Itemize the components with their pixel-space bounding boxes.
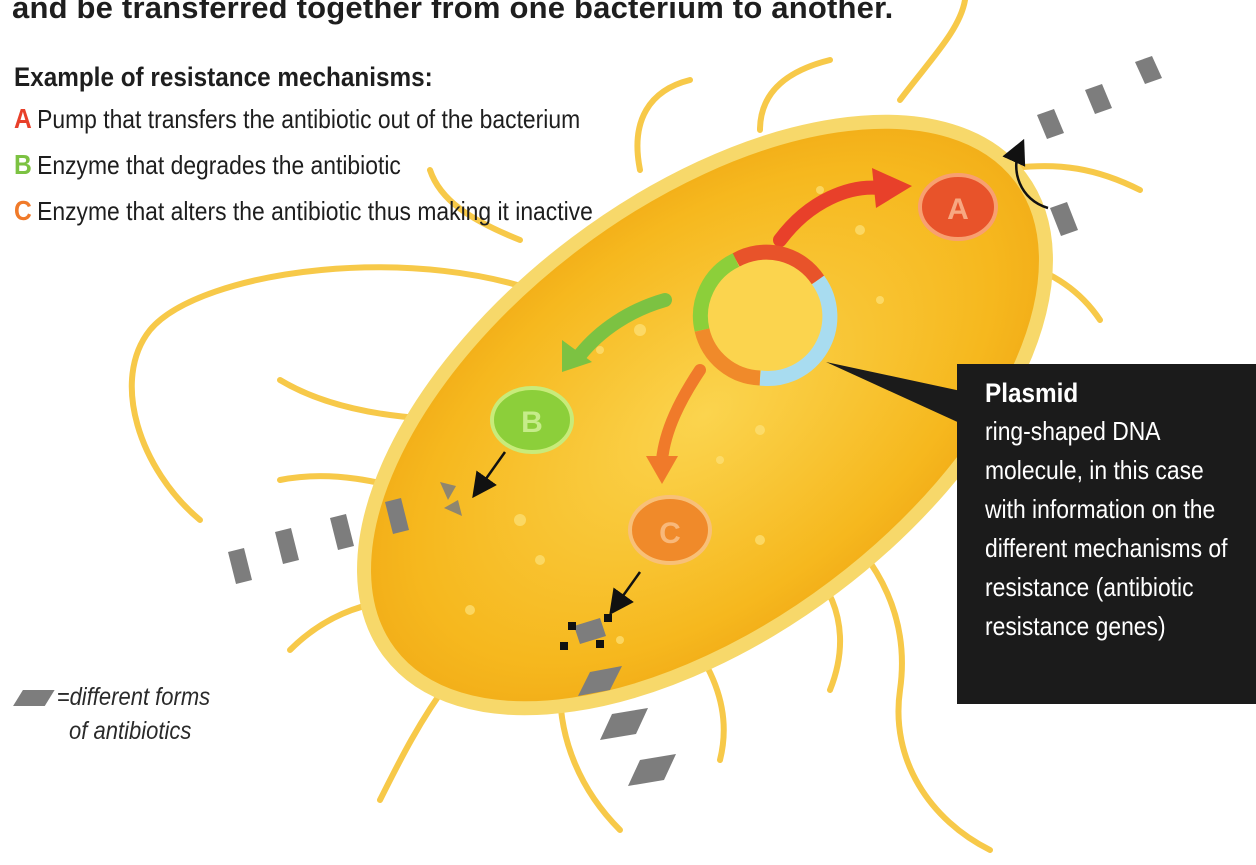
enzyme-b: B	[492, 388, 572, 452]
antibiotic-molecule	[330, 514, 354, 550]
antibiotic-key-line2: of antibiotics	[18, 714, 210, 748]
plasmid-ring	[700, 252, 830, 378]
antibiotic-molecule	[628, 754, 676, 786]
antibiotic-key: =different forms of antibiotics	[18, 680, 210, 748]
antibiotic-key-line1: =different forms	[57, 683, 210, 711]
mechanism-legend: Example of resistance mechanisms: APump …	[14, 62, 672, 237]
plasmid-label-box: Plasmid ring-shaped DNA molecule, in thi…	[957, 364, 1256, 704]
antibiotic-molecule	[1135, 56, 1162, 84]
antibiotic-molecule	[1037, 109, 1064, 139]
antibiotic-molecule	[600, 708, 648, 740]
legend-letter: C	[14, 195, 32, 226]
enzyme-b-label: B	[521, 406, 543, 439]
enzyme-a-label: A	[947, 193, 969, 226]
flagellum	[900, 0, 965, 100]
legend-text: Enzyme that degrades the antibiotic	[37, 150, 401, 180]
enzyme-c: C	[630, 497, 710, 563]
plasmid-title: Plasmid	[985, 374, 1218, 412]
legend-letter: B	[14, 149, 32, 180]
antibiotic-molecule	[1050, 202, 1078, 236]
legend-heading: Example of resistance mechanisms:	[14, 62, 606, 93]
legend-letter: A	[14, 103, 32, 134]
antibiotic-molecule	[275, 528, 299, 564]
antibiotic-molecule	[1085, 84, 1112, 114]
intro-text: and be transferred together from one bac…	[12, 0, 893, 26]
legend-item-a: APump that transfers the antibiotic out …	[14, 99, 593, 145]
enzyme-a: A	[920, 175, 996, 239]
legend-item-b: BEnzyme that degrades the antibiotic	[14, 145, 593, 191]
enzyme-c-label: C	[659, 517, 681, 550]
antibiotic-molecule	[228, 548, 252, 584]
legend-item-c: CEnzyme that alters the antibiotic thus …	[14, 191, 593, 237]
legend-text: Enzyme that alters the antibiotic thus m…	[37, 196, 593, 226]
flagellum	[760, 60, 830, 130]
legend-text: Pump that transfers the antibiotic out o…	[37, 104, 580, 134]
plasmid-description: ring-shaped DNA molecule, in this case w…	[985, 412, 1249, 646]
antibiotic-swatch	[13, 690, 55, 706]
